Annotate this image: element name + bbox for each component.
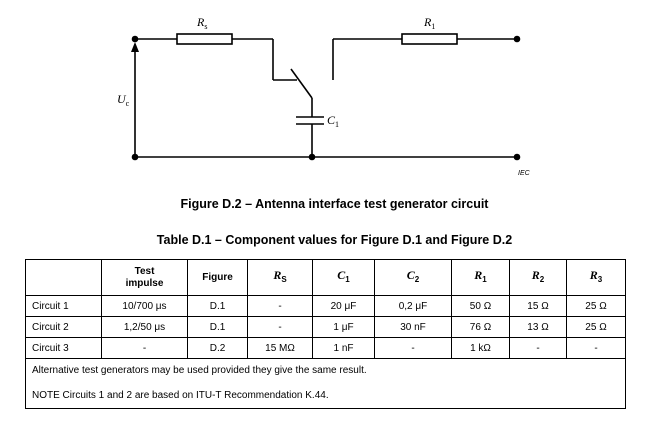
- row-label: Circuit 1: [25, 295, 102, 317]
- junction-bottom-cap: [308, 153, 316, 161]
- cell-r3: 25 Ω: [566, 316, 626, 338]
- cell-c1: 20 μF: [312, 295, 375, 317]
- note-row-alternative: Alternative test generators may be used …: [25, 358, 626, 382]
- table-row: Circuit 1 10/700 μs D.1 - 20 μF 0,2 μF 5…: [25, 295, 626, 317]
- cell-c1: 1 nF: [312, 337, 375, 359]
- label-iec: IEC: [518, 170, 531, 177]
- figure-caption: Figure D.2 – Antenna interface test gene…: [180, 197, 489, 211]
- note-alternative: Alternative test generators may be used …: [25, 358, 626, 382]
- label-rs: Rs: [196, 15, 207, 31]
- cell-c2: -: [374, 337, 452, 359]
- table-title: Table D.1 – Component values for Figure …: [156, 233, 513, 247]
- note-row: NOTE Circuits 1 and 2 are based on ITU-T…: [25, 382, 626, 409]
- cell-c2: 0,2 μF: [374, 295, 452, 317]
- cell-impulse: 10/700 μs: [101, 295, 188, 317]
- terminal-top-right: [513, 35, 521, 43]
- voltage-arrow-head: [131, 42, 139, 52]
- header-r2: R2: [509, 259, 567, 296]
- label-c1: C1: [327, 113, 339, 129]
- header-c1: C1: [312, 259, 375, 296]
- cell-figure: D.1: [187, 295, 248, 317]
- cell-r2: 15 Ω: [509, 295, 567, 317]
- resistor-r1: [401, 33, 458, 45]
- row-label: Circuit 2: [25, 316, 102, 338]
- switch-blade: [290, 68, 313, 99]
- cell-c1: 1 μF: [312, 316, 375, 338]
- header-c2: C2: [374, 259, 452, 296]
- table-row: Circuit 3 - D.2 15 MΩ 1 nF - 1 kΩ - -: [25, 337, 626, 359]
- circuit-diagram: Rs R1 Uc C1 IEC: [117, 15, 531, 177]
- note-itu: NOTE Circuits 1 and 2 are based on ITU-T…: [25, 382, 626, 409]
- cell-impulse: -: [101, 337, 188, 359]
- cell-r1: 50 Ω: [451, 295, 510, 317]
- label-r1: R1: [423, 15, 435, 31]
- terminal-bottom-right: [513, 153, 521, 161]
- cell-r1: 76 Ω: [451, 316, 510, 338]
- cell-c2: 30 nF: [374, 316, 452, 338]
- cell-r1: 1 kΩ: [451, 337, 510, 359]
- cell-figure: D.2: [187, 337, 248, 359]
- cell-r2: -: [509, 337, 567, 359]
- table-row: Circuit 2 1,2/50 μs D.1 - 1 μF 30 nF 76 …: [25, 316, 626, 338]
- header-r3: R3: [566, 259, 626, 296]
- cell-rs: -: [247, 295, 313, 317]
- terminal-top-left: [131, 35, 139, 43]
- cell-rs: 15 MΩ: [247, 337, 313, 359]
- row-label: Circuit 3: [25, 337, 102, 359]
- cell-rs: -: [247, 316, 313, 338]
- cell-impulse: 1,2/50 μs: [101, 316, 188, 338]
- cell-figure: D.1: [187, 316, 248, 338]
- header-empty: [25, 259, 102, 296]
- terminal-bottom-left: [131, 153, 139, 161]
- header-figure: Figure: [187, 259, 248, 296]
- cell-r3: -: [566, 337, 626, 359]
- cell-r3: 25 Ω: [566, 295, 626, 317]
- header-rs: RS: [247, 259, 313, 296]
- resistor-rs: [176, 33, 233, 45]
- cell-r2: 13 Ω: [509, 316, 567, 338]
- label-uc: Uc: [117, 92, 130, 108]
- header-r1: R1: [451, 259, 510, 296]
